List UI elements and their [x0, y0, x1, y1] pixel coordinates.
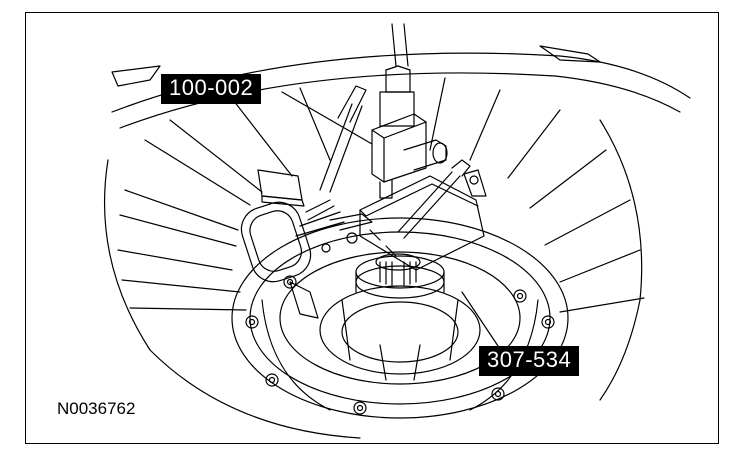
leader-lines — [281, 91, 499, 347]
callout-tool-100-002: 100-002 — [161, 74, 262, 104]
housing-outline — [103, 45, 691, 439]
input-shaft — [355, 253, 445, 299]
depth-gauge-fixture — [319, 23, 487, 271]
callout-tool-307-534: 307-534 — [479, 346, 580, 376]
case-ribs — [117, 77, 645, 313]
figure-number: N0036762 — [57, 399, 136, 418]
dial-indicator — [240, 169, 373, 319]
clutch-drum — [231, 217, 569, 419]
